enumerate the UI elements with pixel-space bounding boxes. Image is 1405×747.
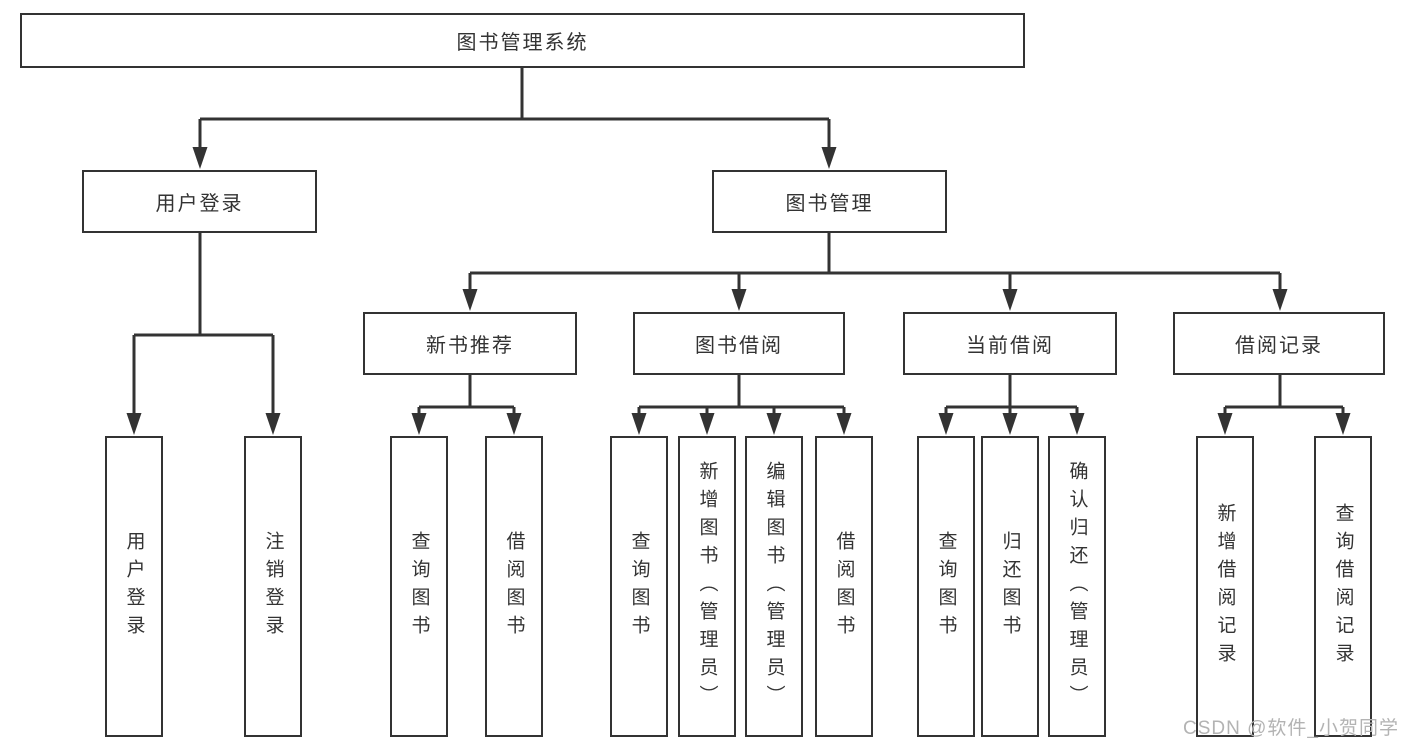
leaf-records-query-label: 查询借阅记录	[1332, 502, 1354, 671]
node-user-login: 用户登录	[82, 170, 317, 233]
leaf-borrow-edit-label: 编辑图书（管理员）	[763, 460, 785, 713]
leaf-records-add-label: 新增借阅记录	[1214, 502, 1236, 671]
node-borrow-records: 借阅记录	[1173, 312, 1385, 375]
leaf-borrow-edit: 编辑图书（管理员）	[745, 436, 803, 737]
leaf-borrow-query-label: 查询图书	[628, 530, 650, 643]
leaf-current-return-label: 归还图书	[999, 530, 1021, 643]
leaf-current-return: 归还图书	[981, 436, 1039, 737]
leaf-borrow-query: 查询图书	[610, 436, 668, 737]
node-book-management: 图书管理	[712, 170, 947, 233]
leaf-newbooks-query-label: 查询图书	[408, 530, 430, 643]
leaf-current-query: 查询图书	[917, 436, 975, 737]
leaf-user-login: 用户登录	[105, 436, 163, 737]
leaf-current-confirm: 确认归还（管理员）	[1048, 436, 1106, 737]
leaf-borrow-add: 新增图书（管理员）	[678, 436, 736, 737]
node-book-borrow-label: 图书借阅	[695, 335, 783, 357]
leaf-current-confirm-label: 确认归还（管理员）	[1066, 460, 1088, 713]
node-root: 图书管理系统	[20, 13, 1025, 68]
leaf-borrow-borrow-label: 借阅图书	[833, 530, 855, 643]
node-root-label: 图书管理系统	[456, 32, 589, 54]
node-user-login-label: 用户登录	[155, 193, 244, 215]
node-new-books: 新书推荐	[363, 312, 577, 375]
leaf-borrow-add-label: 新增图书（管理员）	[696, 460, 718, 713]
leaf-logout: 注销登录	[244, 436, 302, 737]
node-borrow-records-label: 借阅记录	[1235, 335, 1323, 357]
leaf-current-query-label: 查询图书	[935, 530, 957, 643]
node-current-borrow-label: 当前借阅	[966, 335, 1054, 357]
node-book-management-label: 图书管理	[785, 193, 874, 215]
leaf-newbooks-borrow-label: 借阅图书	[503, 530, 525, 643]
leaf-newbooks-borrow: 借阅图书	[485, 436, 543, 737]
leaf-logout-label: 注销登录	[262, 530, 284, 643]
leaf-borrow-borrow: 借阅图书	[815, 436, 873, 737]
node-new-books-label: 新书推荐	[426, 335, 514, 357]
node-book-borrow: 图书借阅	[633, 312, 845, 375]
node-current-borrow: 当前借阅	[903, 312, 1117, 375]
leaf-records-add: 新增借阅记录	[1196, 436, 1254, 737]
arrowheads	[126, 147, 1351, 435]
leaf-records-query: 查询借阅记录	[1314, 436, 1372, 737]
leaf-user-login-label: 用户登录	[123, 530, 145, 643]
leaf-newbooks-query: 查询图书	[390, 436, 448, 737]
